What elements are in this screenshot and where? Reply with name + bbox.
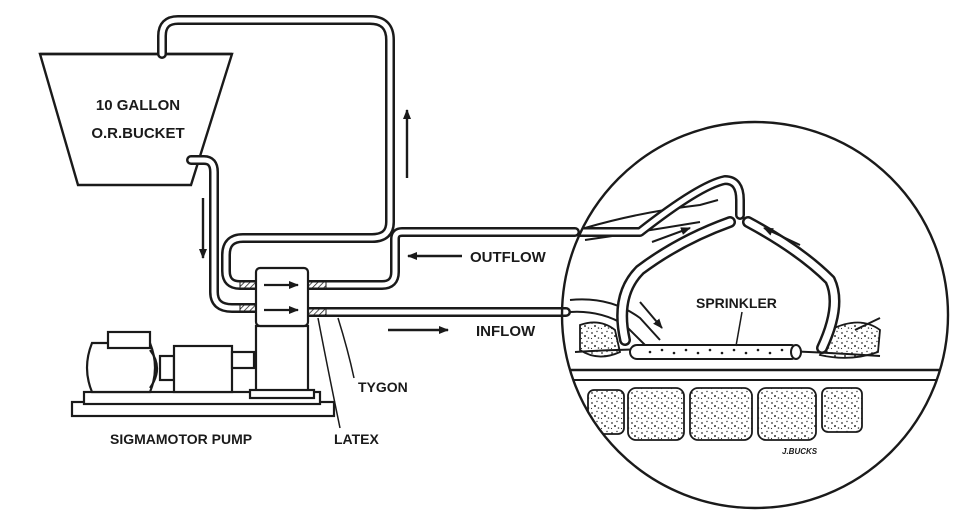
or-bucket: 10 GALLON O.R.BUCKET <box>38 52 234 187</box>
sprinkler-label: SPRINKLER <box>696 295 777 311</box>
leader-lines <box>317 317 355 429</box>
surgical-site-inset: SPRINKLER J.BUCKS <box>560 120 950 510</box>
tygon-label: TYGON <box>358 379 408 395</box>
outflow-label: OUTFLOW <box>470 249 547 266</box>
bucket-label-line1: 10 GALLON <box>96 97 180 114</box>
inset-circle <box>560 120 950 510</box>
sigmamotor-pump <box>70 266 336 418</box>
pump-label: SIGMAMOTOR PUMP <box>110 431 252 447</box>
flow-arrows <box>199 109 462 334</box>
inflow-label: INFLOW <box>476 323 536 340</box>
bucket-label-line2: O.R.BUCKET <box>91 125 184 142</box>
latex-label: LATEX <box>334 431 380 447</box>
tubing <box>157 15 580 317</box>
artist-signature: J.BUCKS <box>782 447 818 456</box>
